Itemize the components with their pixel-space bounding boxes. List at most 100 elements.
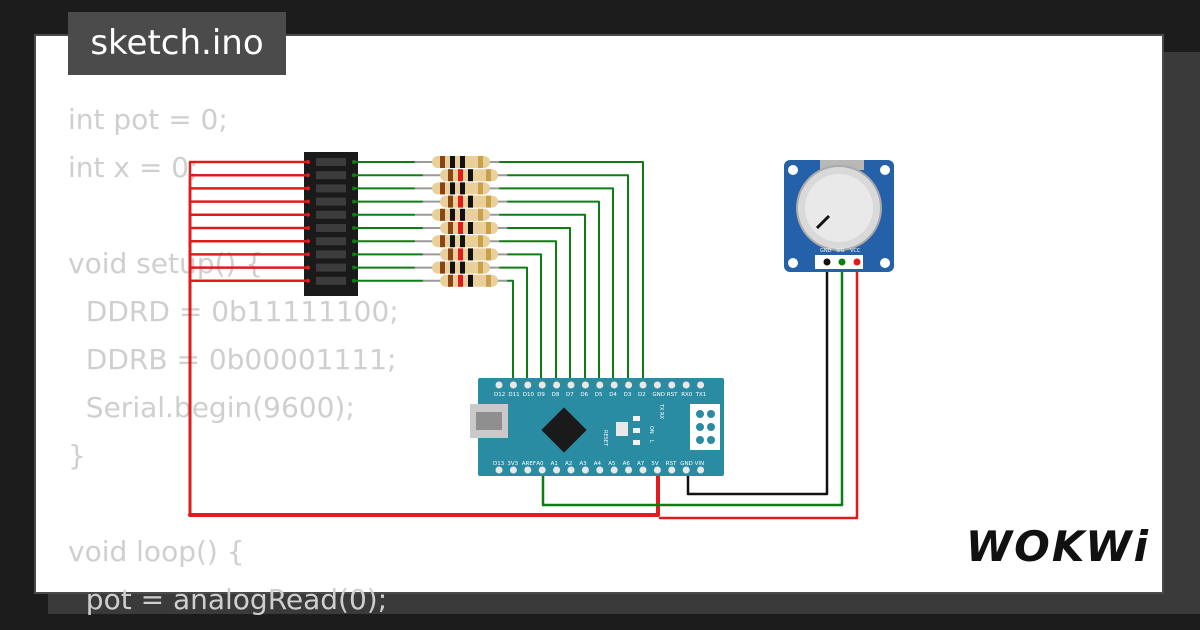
resistor-band [486, 248, 491, 261]
on-label: ON [648, 426, 654, 434]
pin-label: A3 [579, 461, 587, 467]
wire [188, 279, 310, 517]
pin-label: VIN [695, 461, 705, 467]
resistor-band [450, 261, 455, 274]
pin-label: RST [666, 461, 677, 467]
resistor-band [458, 222, 463, 234]
resistor-band [448, 248, 453, 261]
pot-pin-vcc: VCC [850, 248, 861, 254]
led-segment [316, 210, 346, 219]
wire [686, 260, 829, 496]
pin-label: RX0 [681, 392, 693, 398]
resistor-band [440, 235, 445, 248]
pin-label: D7 [566, 392, 574, 398]
board-pin[interactable] [682, 381, 690, 389]
board-pin[interactable] [668, 381, 676, 389]
wire [499, 240, 557, 384]
board-pin[interactable] [596, 381, 604, 389]
board-pin[interactable] [668, 466, 676, 474]
board-pin[interactable] [567, 381, 575, 389]
board-pin[interactable] [639, 381, 647, 389]
led-bar-graph[interactable] [304, 152, 358, 296]
led-segment [316, 224, 346, 232]
resistor-band [450, 208, 455, 221]
led-segment [316, 158, 346, 166]
board-pin[interactable] [553, 381, 561, 389]
board-pin[interactable] [495, 466, 503, 474]
led-segment [316, 237, 346, 246]
wire [188, 200, 310, 517]
pin-label: D4 [609, 392, 617, 398]
board-pin[interactable] [697, 381, 705, 389]
pin-label: D6 [580, 392, 588, 398]
wire [499, 213, 586, 384]
resistor-band [478, 208, 483, 221]
board-pin[interactable] [625, 381, 633, 389]
pin-label: D5 [595, 392, 603, 398]
board-pin[interactable] [495, 381, 503, 389]
board-pin[interactable] [538, 466, 546, 474]
board-pin[interactable] [697, 466, 705, 474]
resistor-band [460, 261, 465, 274]
board-pin[interactable] [524, 381, 532, 389]
board-pin[interactable] [653, 381, 661, 389]
wire [188, 187, 310, 517]
pin-label: D11 [508, 392, 519, 398]
pin-label: D13 [493, 461, 505, 467]
pin-label: D9 [537, 392, 545, 398]
pin-label: A4 [594, 461, 602, 467]
board-pin[interactable] [509, 381, 517, 389]
board-pin[interactable] [567, 466, 575, 474]
pin-label: D8 [552, 392, 560, 398]
board-pin[interactable] [581, 381, 589, 389]
pin-label: A2 [565, 461, 572, 467]
resistor-band [440, 156, 445, 168]
wire [188, 213, 310, 517]
resistor-band [450, 235, 455, 248]
board-pin[interactable] [682, 466, 690, 474]
reset-button[interactable] [616, 422, 628, 436]
pin-label: D3 [624, 392, 632, 398]
wire [507, 279, 514, 384]
wire [507, 253, 542, 384]
board-pin[interactable] [596, 466, 604, 474]
code-line: void setup() { [68, 247, 264, 280]
wire [188, 226, 310, 517]
code-line: DDRB = 0b00001111; [68, 343, 397, 376]
pin-label: D2 [638, 392, 646, 398]
wire [188, 239, 310, 517]
board-pin[interactable] [553, 466, 561, 474]
board-pin[interactable] [639, 466, 647, 474]
led-segment [316, 250, 346, 259]
board-pin[interactable] [610, 381, 618, 389]
potentiometer[interactable]: GND SIG VCC [784, 160, 894, 272]
board-pin[interactable] [538, 381, 546, 389]
wire [188, 468, 660, 517]
wire [499, 266, 528, 384]
board-pin[interactable] [610, 466, 618, 474]
file-name-tab[interactable]: sketch.ino [68, 12, 286, 75]
code-line: pot = analogRead(0); [68, 583, 388, 616]
resistor-band [478, 261, 483, 274]
code-background: int pot = 0; int x = 0; void setup() { D… [68, 96, 399, 624]
board-pin[interactable] [509, 466, 517, 474]
resistor-band [468, 169, 473, 182]
resistor-band [460, 182, 465, 195]
txrx-label: TX RX [658, 403, 664, 420]
resistor-band [468, 274, 473, 287]
resistor-band [448, 195, 453, 208]
reset-label: RESET [602, 430, 608, 447]
board-pin[interactable] [625, 466, 633, 474]
resistor-array[interactable] [414, 156, 508, 287]
board-pin[interactable] [524, 466, 532, 474]
code-line: void loop() { [68, 535, 245, 568]
board-pin[interactable] [653, 466, 661, 474]
pin-label: A0 [536, 461, 544, 467]
resistor-band [486, 195, 491, 208]
pin-label: RST [667, 392, 678, 398]
wire [188, 173, 310, 517]
board-pin[interactable] [581, 466, 589, 474]
resistor-band [460, 208, 465, 221]
resistor-band [440, 208, 445, 221]
